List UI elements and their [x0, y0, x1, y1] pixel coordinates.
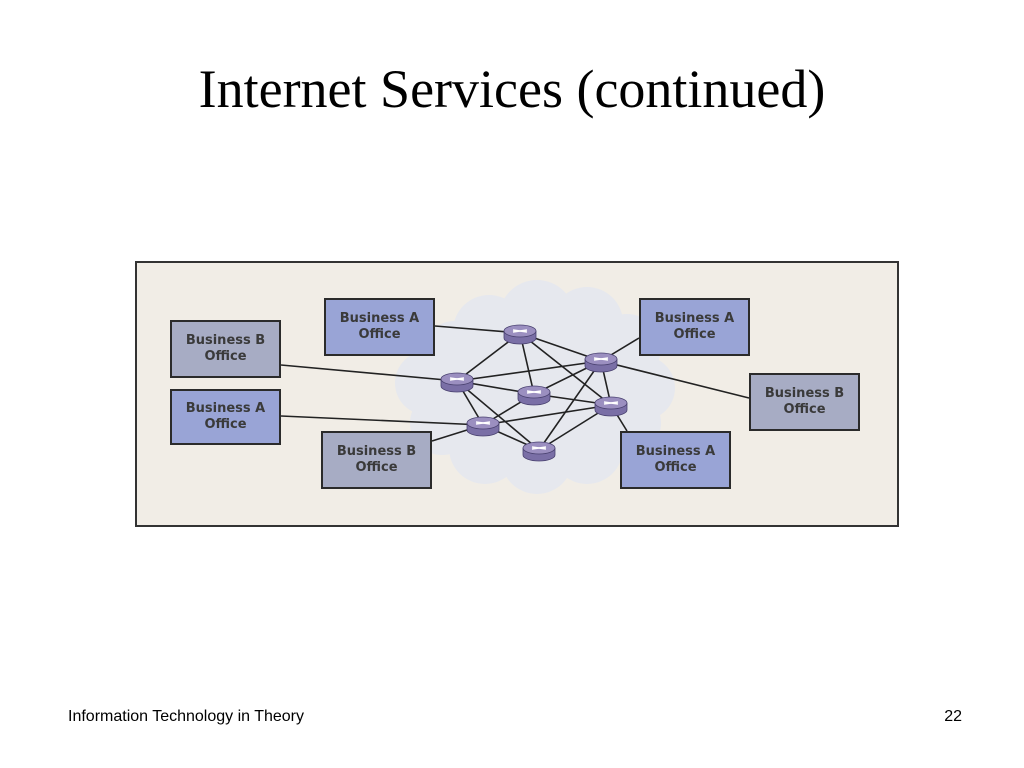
network-link: [538, 360, 602, 451]
office-box-b-left: Business B Office: [170, 320, 281, 378]
page-number: 22: [944, 708, 962, 725]
office-box-b-bottom-left: Business B Office: [321, 431, 432, 489]
router-icon: [503, 324, 537, 345]
office-label: Office: [673, 327, 716, 342]
network-link: [600, 360, 750, 399]
network-link: [482, 404, 612, 426]
office-name: Business B: [336, 444, 417, 459]
office-box-a-left: Business A Office: [170, 389, 281, 445]
routers: [440, 324, 628, 462]
office-box-a-bottom-right: Business A Office: [620, 431, 731, 489]
footer-course-title: Information Technology in Theory: [68, 708, 304, 725]
office-name: Business A: [635, 444, 716, 459]
office-label: Office: [204, 417, 247, 432]
network-link: [456, 360, 602, 382]
office-box-a-top-left: Business A Office: [324, 298, 435, 356]
slide-title: Internet Services (continued): [198, 59, 826, 119]
office-box-a-top-right: Business A Office: [639, 298, 750, 356]
office-label: Office: [355, 460, 398, 475]
office-box-b-right: Business B Office: [749, 373, 860, 431]
router-icon: [594, 396, 628, 417]
office-label: Office: [358, 327, 401, 342]
office-name: Business B: [185, 333, 266, 348]
router-icon: [440, 372, 474, 393]
network-link: [280, 415, 484, 426]
router-icon: [584, 352, 618, 373]
cloud-puff: [437, 333, 547, 443]
diagram-canvas: [280, 280, 750, 494]
office-name: Business A: [654, 311, 735, 326]
router-icon: [517, 385, 551, 406]
office-name: Business A: [339, 311, 420, 326]
network-link: [280, 364, 458, 382]
cloud-puff: [532, 333, 642, 443]
router-icon: [522, 441, 556, 462]
office-name: Business B: [764, 386, 845, 401]
office-label: Office: [783, 402, 826, 417]
office-name: Business A: [185, 401, 266, 416]
office-label: Office: [204, 349, 247, 364]
office-label: Office: [654, 460, 697, 475]
network-diagram: Business A Office Business B Office Busi…: [135, 261, 899, 527]
router-icon: [466, 416, 500, 437]
network-link: [519, 332, 612, 406]
